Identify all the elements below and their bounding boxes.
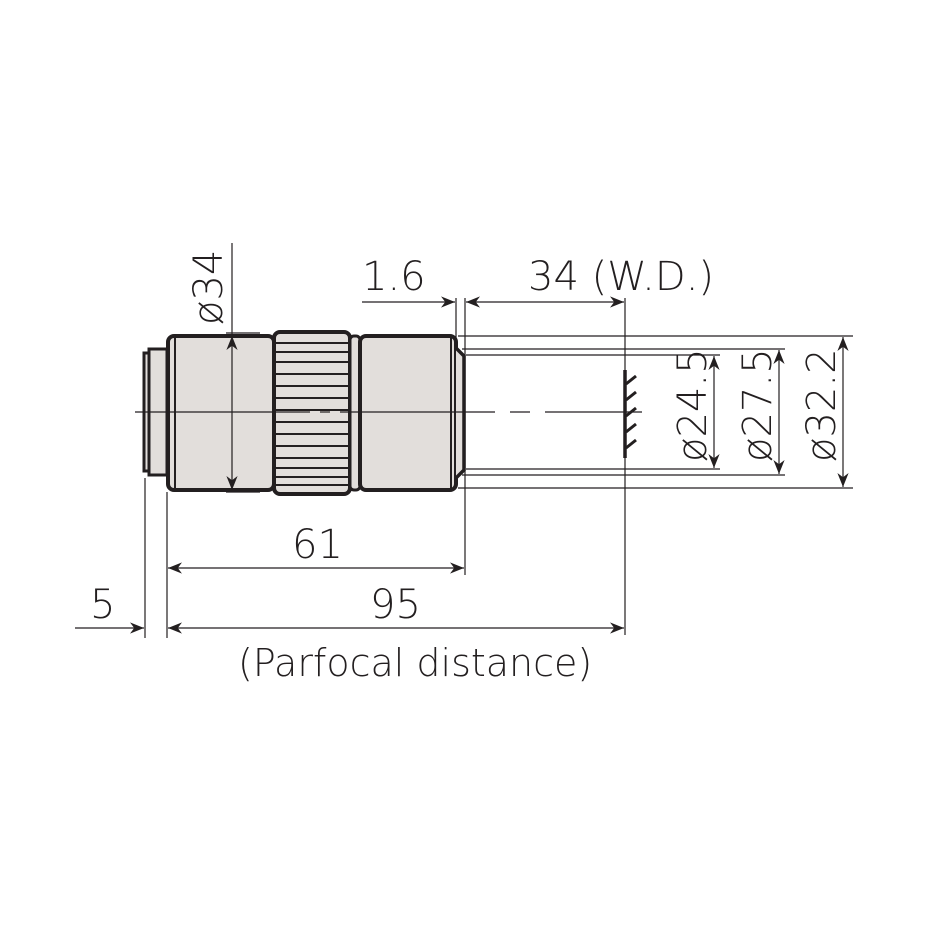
label-barrel-offset: 1.6 xyxy=(362,254,426,300)
dimension-lines xyxy=(75,296,849,634)
extension-lines xyxy=(144,243,853,638)
label-working-distance: 34 (W.D.) xyxy=(528,254,714,300)
specimen-plane xyxy=(623,370,637,458)
lens-nose xyxy=(454,346,466,480)
label-front-diameter-3: ø32.2 xyxy=(799,348,845,462)
label-front-diameter-1: ø24.5 xyxy=(670,348,716,462)
rear-barrel xyxy=(166,334,276,492)
labels: ø34 1.6 34 (W.D.) ø24.5 ø27.5 ø32.2 61 5… xyxy=(90,250,845,685)
label-body-diameter: ø34 xyxy=(186,250,232,325)
label-thread-length: 5 xyxy=(90,582,115,628)
label-parfocal-caption: (Parfocal distance) xyxy=(238,641,592,685)
knurled-ring xyxy=(272,330,352,496)
label-body-length: 61 xyxy=(292,522,343,568)
front-barrel xyxy=(358,334,458,492)
lens-body xyxy=(142,330,466,496)
label-front-diameter-2: ø27.5 xyxy=(735,348,781,462)
label-parfocal-length: 95 xyxy=(370,582,421,628)
